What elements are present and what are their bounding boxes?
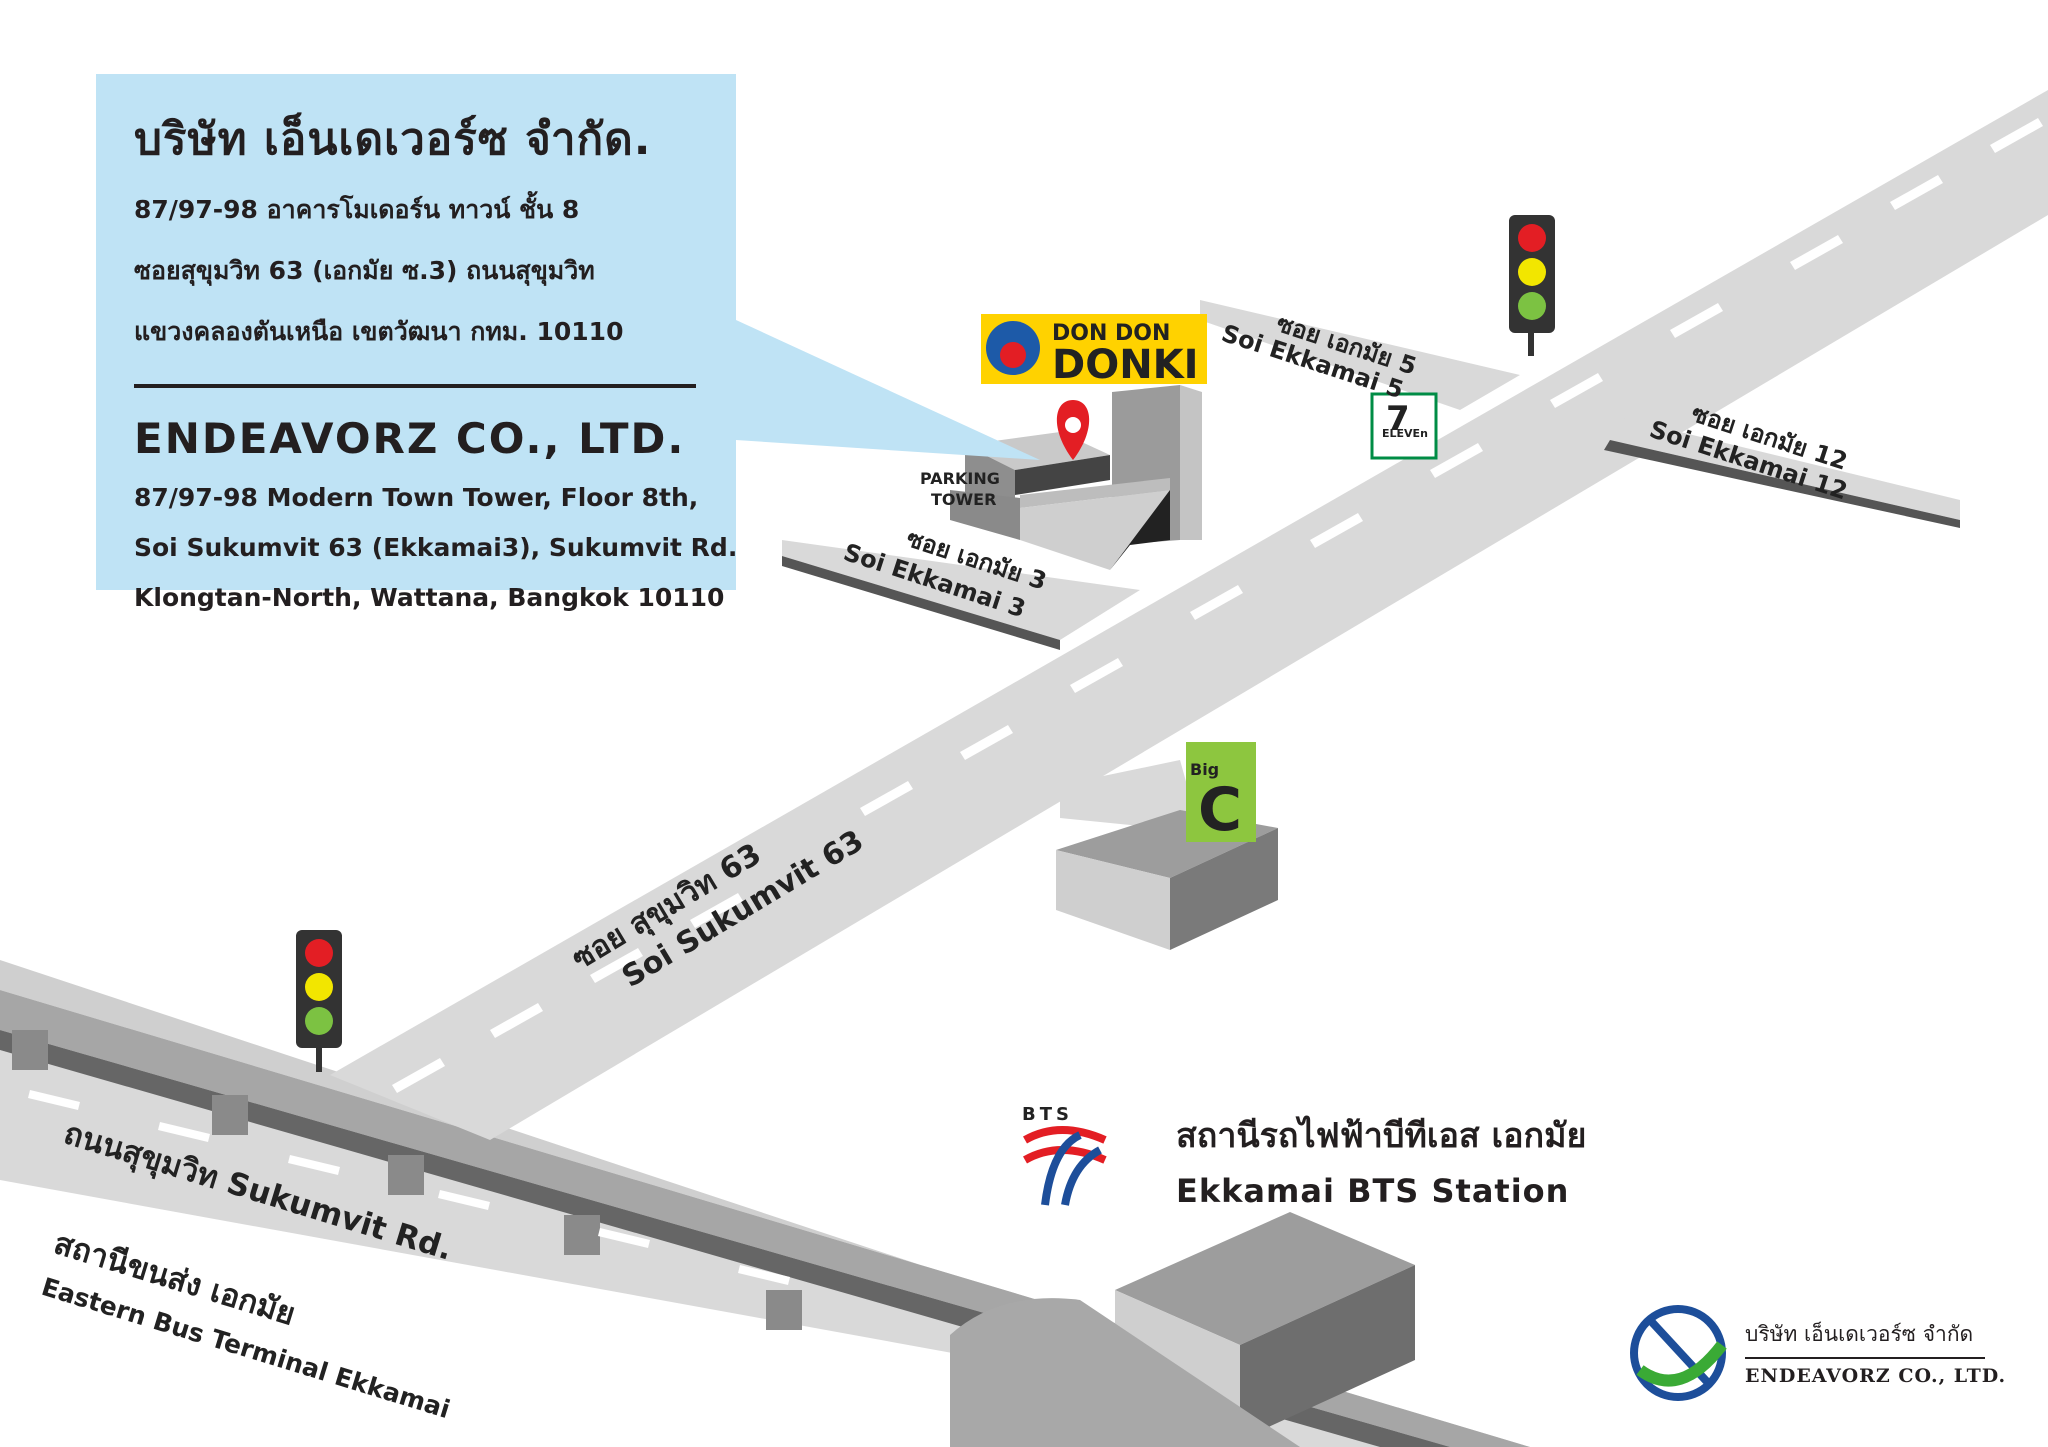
svg-text:7: 7 [1386, 399, 1410, 439]
sukhumvit-dashes [28, 1090, 790, 1285]
sukhumvit-road [0, 1010, 1470, 1447]
bts-logo-icon: BTS [1022, 1104, 1107, 1206]
soi-ekkamai-3-road [782, 540, 1140, 640]
soi-ekkamai-12-road [1590, 410, 1960, 520]
location-pin-icon [1056, 400, 1090, 460]
bigc-road [1060, 760, 1200, 832]
address-en-line: 87/97-98 Modern Town Tower, Floor 8th, [134, 483, 699, 512]
company-name-th: บริษัท เอ็นเดเวอร์ซ จำกัด. [134, 114, 652, 165]
bts-station-th: สถานีรถไฟฟ้าบีทีเอส เอกมัย [1176, 1116, 1587, 1156]
parking-tower-label-2: TOWER [931, 490, 996, 509]
footer-divider [1745, 1357, 1985, 1359]
address-en-line: Soi Sukumvit 63 (Ekkamai3), Sukumvit Rd. [134, 533, 738, 562]
address-en-line: Klongtan-North, Wattana, Bangkok 10110 [134, 583, 725, 612]
big-c-logo: Big C [1186, 742, 1256, 845]
address-box: บริษัท เอ็นเดเวอร์ซ จำกัด. 87/97-98 อาคา… [96, 74, 738, 612]
parking-tower [950, 478, 1170, 570]
seven-eleven-text: ELEVEn [1382, 427, 1428, 440]
bts-logo-text: BTS [1022, 1104, 1073, 1125]
divider [134, 384, 696, 388]
donki-line1: DON DON [1052, 321, 1170, 346]
bts-station-en: Ekkamai BTS Station [1176, 1172, 1570, 1210]
bts-station-building [950, 1212, 1415, 1447]
footer-name-en: ENDEAVORZ CO., LTD. [1745, 1365, 2007, 1387]
soi-sukhumvit-63-road [330, 90, 2048, 1140]
big-c-small: Big [1190, 760, 1219, 779]
donki-logo: DON DON DONKI [981, 314, 1207, 388]
company-name-en: ENDEAVORZ CO., LTD. [134, 414, 686, 463]
endeavorz-logo-icon [1630, 1305, 1727, 1401]
footer-name-th: บริษัท เอ็นเดเวอร์ซ จำกัด [1745, 1322, 1974, 1346]
callout-pointer [736, 320, 1040, 460]
bts-station-label: สถานีรถไฟฟ้าบีทีเอส เอกมัย Ekkamai BTS S… [1176, 1108, 1586, 1210]
soi-63-dashes [392, 118, 2043, 1093]
seven-eleven-logo: 7 ELEVEn [1370, 392, 1438, 460]
big-c-large: C [1198, 775, 1242, 845]
parking-tower-label-1: PARKING [920, 469, 1000, 488]
traffic-light-icon [1509, 215, 1555, 356]
traffic-light-icon [296, 930, 342, 1072]
address-th-line: แขวงคลองตันเหนือ เขตวัฒนา กทม. 10110 [134, 317, 624, 346]
donki-line2: DONKI [1052, 342, 1199, 388]
soi-ekkamai-12-edge [1604, 440, 1960, 528]
soi-ekkamai-5-road [1200, 300, 1520, 410]
footer-logo: บริษัท เอ็นเดเวอร์ซ จำกัด ENDEAVORZ CO.,… [1745, 1318, 2006, 1387]
address-th-line: 87/97-98 อาคารโมเดอร์น ทาวน์ ชั้น 8 [134, 195, 580, 224]
soi-ekkamai-3-edge [782, 556, 1060, 650]
address-th-line: ซอยสุขุมวิท 63 (เอกมัย ซ.3) ถนนสุขุมวิท [134, 256, 595, 285]
